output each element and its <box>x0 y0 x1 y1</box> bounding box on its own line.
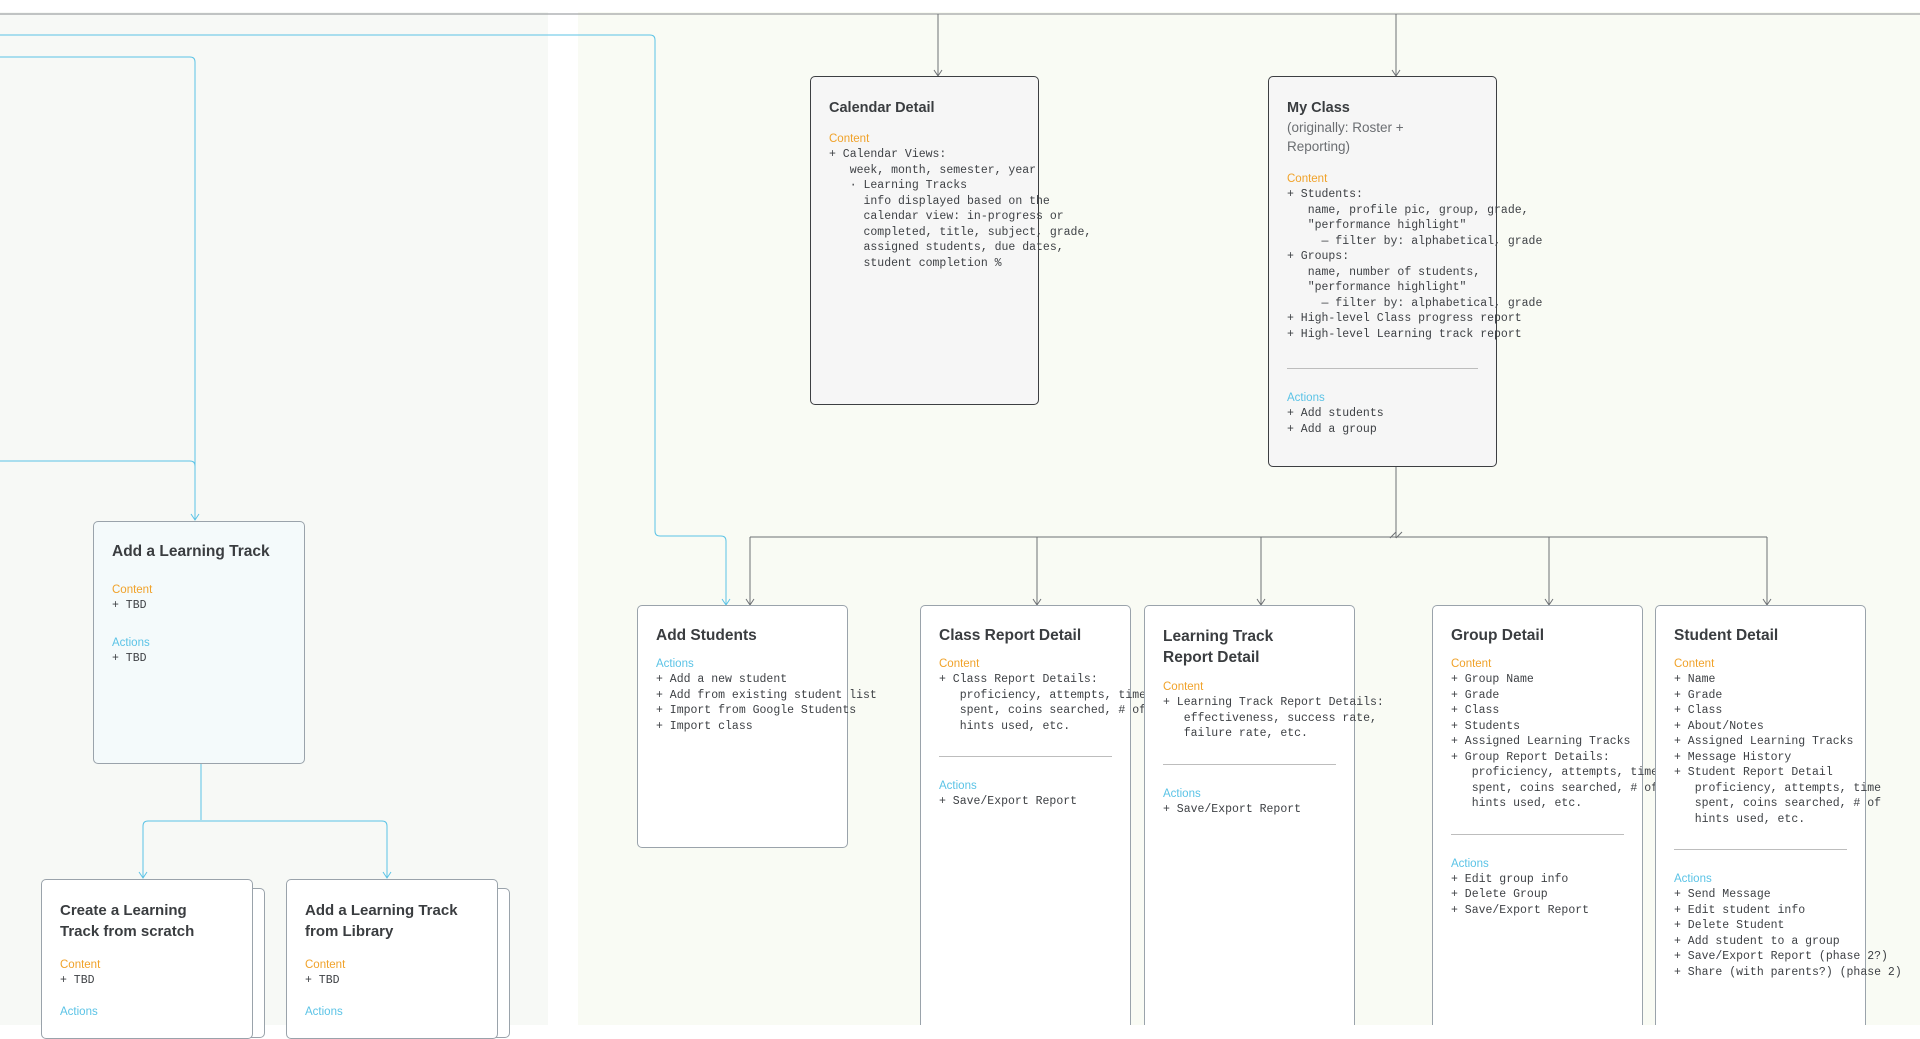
learning-track-report-detail-title: Learning Track Report Detail <box>1163 628 1274 666</box>
add-learning-track-action-items: + TBD <box>112 651 147 665</box>
student-detail-title: Student Detail <box>1674 627 1779 644</box>
my-class-title: My Class <box>1287 100 1350 116</box>
add-from-library-content-items: + TBD <box>305 974 340 987</box>
actions-label: Actions <box>1287 392 1325 404</box>
create-learning-track-from-scratch-card[interactable]: Create a Learning Track from scratch Con… <box>41 879 253 1039</box>
my-class-subtitle: (originally: Roster + Reporting) <box>1287 120 1404 154</box>
class-report-detail-action-items: + Save/Export Report <box>939 795 1078 808</box>
student-detail-card[interactable]: Student Detail Content + Name + Grade + … <box>1655 605 1902 1025</box>
divider <box>1674 849 1847 850</box>
content-label: Content <box>60 959 101 971</box>
group-detail-card[interactable]: Group Detail Content + Group Name + Grad… <box>1432 605 1658 1025</box>
create-from-scratch-content-items: + TBD <box>60 974 95 987</box>
content-label: Content <box>939 658 980 670</box>
content-label: Content <box>112 584 153 596</box>
calendar-detail-content-items: + Calendar Views: week, month, semester,… <box>829 148 1091 270</box>
content-label: Content <box>1163 681 1204 693</box>
class-report-detail-content-items: + Class Report Details: proficiency, att… <box>939 673 1146 733</box>
divider <box>1163 763 1336 765</box>
add-from-library-title: Add a Learning Track from Library <box>305 902 458 940</box>
calendar-detail-card[interactable]: Calendar Detail Content + Calendar Views… <box>810 76 1091 405</box>
learning-track-report-detail-card[interactable]: Learning Track Report Detail Content + L… <box>1144 605 1384 1025</box>
actions-label: Actions <box>1163 787 1201 800</box>
learning-track-report-detail-action-items: + Save/Export Report <box>1163 802 1302 816</box>
group-detail-content-items: + Group Name + Grade + Class + Students … <box>1451 673 1658 810</box>
group-detail-action-items: + Edit group info + Delete Group + Save/… <box>1451 872 1590 917</box>
content-label: Content <box>1451 658 1492 670</box>
student-detail-content-items: + Name + Grade + Class + About/Notes + A… <box>1674 673 1881 826</box>
content-label: Content <box>829 133 870 145</box>
content-label: Content <box>305 959 346 971</box>
calendar-detail-title: Calendar Detail <box>829 100 935 116</box>
group-detail-title: Group Detail <box>1451 627 1545 644</box>
actions-label: Actions <box>60 1005 98 1018</box>
connector-blue-branch <box>0 460 196 467</box>
content-label: Content <box>1674 658 1715 670</box>
divider <box>939 756 1112 757</box>
student-detail-action-items: + Send Message + Edit student info + Del… <box>1674 888 1902 979</box>
add-learning-track-title: Add a Learning Track <box>112 543 270 560</box>
class-report-detail-card[interactable]: Class Report Detail Content + Class Repo… <box>920 605 1146 1025</box>
left-section-background <box>0 12 548 1025</box>
actions-label: Actions <box>112 636 150 649</box>
my-class-card[interactable]: My Class (originally: Roster + Reporting… <box>1268 76 1542 467</box>
content-label: Content <box>1287 173 1328 185</box>
connector-blue-add-students <box>0 34 727 605</box>
divider <box>1451 833 1624 835</box>
divider <box>1287 368 1478 369</box>
actions-label: Actions <box>305 1005 343 1018</box>
connector-blue-children <box>142 763 388 878</box>
actions-label: Actions <box>1451 857 1489 870</box>
create-from-scratch-title: Create a Learning Track from scratch <box>60 902 195 940</box>
actions-label: Actions <box>1674 873 1712 885</box>
add-learning-track-card[interactable]: Add a Learning Track Content + TBD Actio… <box>93 521 305 764</box>
my-class-action-items: + Add students + Add a group <box>1287 407 1384 436</box>
connector-blue-add-learning-track <box>0 56 196 520</box>
add-students-action-items: + Add a new student + Add from existing … <box>656 673 877 733</box>
actions-label: Actions <box>656 658 694 670</box>
learning-track-report-detail-content-items: + Learning Track Report Details: effecti… <box>1163 696 1384 740</box>
class-report-detail-title: Class Report Detail <box>939 627 1082 644</box>
actions-label: Actions <box>939 780 977 792</box>
add-learning-track-from-library-card[interactable]: Add a Learning Track from Library Conten… <box>286 879 498 1039</box>
add-learning-track-content-items: + TBD <box>112 599 147 612</box>
add-students-title: Add Students <box>656 627 757 644</box>
add-students-card[interactable]: Add Students Actions + Add a new student… <box>637 605 877 848</box>
my-class-content-items: + Students: name, profile pic, group, gr… <box>1287 188 1542 341</box>
